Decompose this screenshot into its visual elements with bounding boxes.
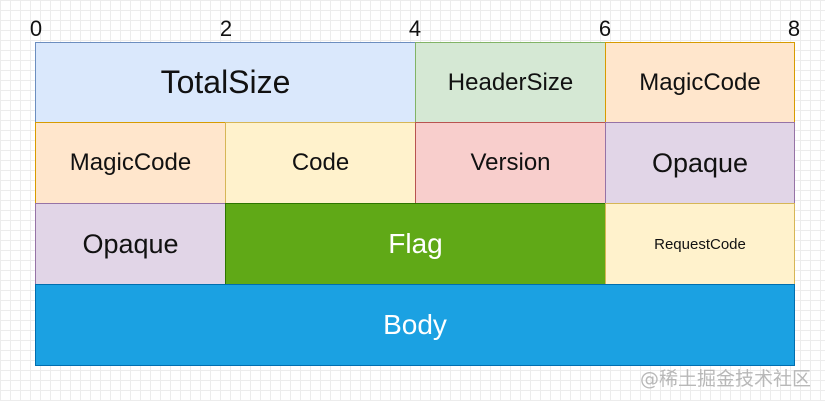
opaque-field-lower[interactable]: Opaque xyxy=(35,203,226,285)
total-size-field[interactable]: TotalSize xyxy=(35,42,416,123)
magic-code-field-upper[interactable]: MagicCode xyxy=(605,42,795,123)
request-code-field[interactable]: RequestCode xyxy=(605,203,795,285)
version-field[interactable]: Version xyxy=(415,122,606,204)
offset-tick-8: 8 xyxy=(787,16,801,41)
offset-tick-2: 2 xyxy=(219,16,233,41)
opaque-field-upper[interactable]: Opaque xyxy=(605,122,795,204)
body-field[interactable]: Body xyxy=(35,284,795,366)
offset-tick-4: 4 xyxy=(408,16,422,41)
header-size-field[interactable]: HeaderSize xyxy=(415,42,606,123)
watermark: @稀土掘金技术社区 xyxy=(639,368,811,390)
offset-tick-6: 6 xyxy=(598,16,612,41)
offset-tick-0: 0 xyxy=(29,16,43,41)
code-field[interactable]: Code xyxy=(225,122,416,204)
magic-code-field-lower[interactable]: MagicCode xyxy=(35,122,226,204)
flag-field[interactable]: Flag xyxy=(225,203,606,285)
